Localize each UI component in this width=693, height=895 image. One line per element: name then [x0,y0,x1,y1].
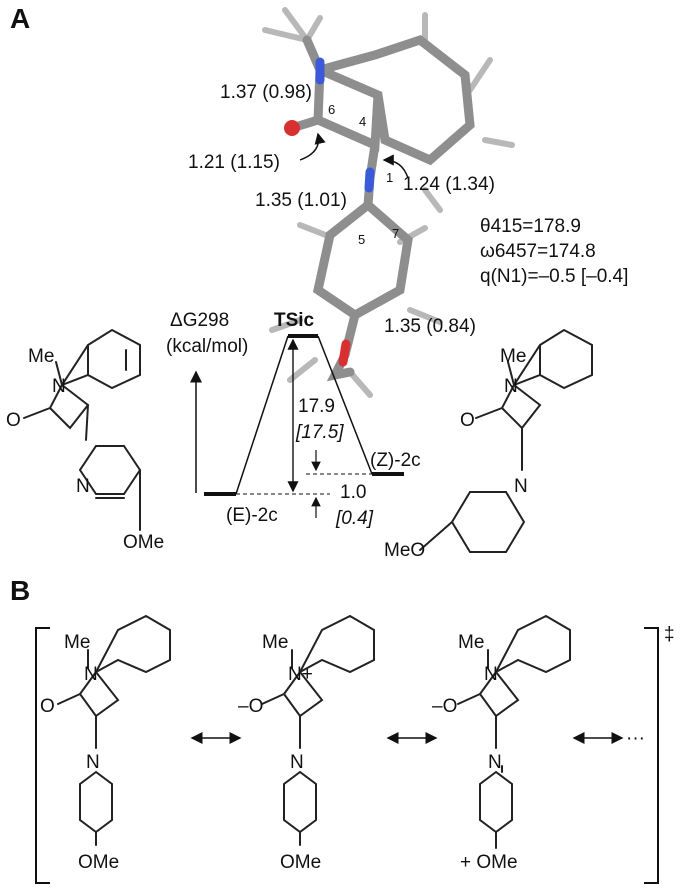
bond-length-c-ome: 1.35 (0.84) [384,316,476,337]
z-o-label: O [460,410,475,431]
path-to-ts [235,335,289,495]
r2-ome-label: OMe [280,852,321,873]
r1-me-label: Me [64,632,90,653]
e-o-label: O [6,410,21,431]
r1-o-label: O [40,696,55,717]
ts-3d-model [262,7,515,398]
bond-length-n1-c6: 1.37 (0.98) [220,82,312,103]
e-me-label: Me [28,346,54,367]
z-isomer-structure [419,328,593,553]
z-isomer-label: (Z)-2c [370,450,421,471]
z-me-label: Me [500,346,526,367]
e-n-label: N [52,376,66,397]
c-o-pointer-arrow [299,132,326,161]
r2-n-plus-label: N+ [288,664,313,685]
r2-o-minus-label: –O [238,696,263,717]
e-ome-label: OMe [123,532,164,553]
e-isomer-label: (E)-2c [226,505,278,526]
r1-ome-label: OMe [78,852,119,873]
resonance-ellipsis: ··· [626,728,645,749]
panel-a-label: A [10,3,30,34]
atom-number-1: 1 [386,170,393,185]
resonance-structure-3 [457,614,571,849]
r3-n-label: N [484,664,498,685]
resonance-bracket-right [644,627,659,884]
e-isomer-structure [23,328,142,531]
transition-state-dagger: ‡ [664,624,675,645]
energy-diagram [190,334,404,518]
r3-n-imine-label: N [488,752,502,773]
panel-b-label: B [10,575,30,606]
r2-n-imine-label: N [290,752,304,773]
r1-n-label: N [84,664,98,685]
energy-axis-label: ΔG298 [170,310,229,331]
delta-value-alt: [0.4] [335,508,374,529]
delta-value: 1.0 [340,482,366,503]
r3-me-label: Me [458,632,484,653]
bond-length-c4-n1: 1.24 (1.34) [403,174,495,195]
c4-n1-pointer-arrow [382,154,409,179]
bond-length-n1-c5: 1.35 (1.01) [255,190,347,211]
e-n-imine-label: N [76,476,90,497]
bond-length-c-o: 1.21 (1.15) [188,152,280,173]
z-meo-label: MeO [384,540,425,561]
resonance-bracket-left [35,627,50,884]
barrier-value: 17.9 [298,396,335,417]
z-n-label: N [504,376,518,397]
theta-parameter: θ415=178.9 [480,216,581,237]
atom-number-4: 4 [359,114,366,129]
omega-parameter: ω6457=174.8 [480,241,596,262]
barrier-value-alt: [17.5] [295,422,344,443]
r3-plus-ome-label: + OMe [460,852,518,873]
atom-number-6: 6 [328,102,335,117]
resonance-structure-2 [261,614,375,846]
atom-number-7: 7 [392,226,399,241]
ts-label: TSic [274,310,315,331]
z-n-imine-label: N [514,476,528,497]
energy-axis-unit: (kcal/mol) [166,336,248,357]
r1-n-imine-label: N [86,752,100,773]
r2-me-label: Me [262,632,288,653]
r3-o-minus-label: –O [432,696,457,717]
charge-parameter: q(N1)=–0.5 [–0.4] [480,266,628,287]
resonance-structure-1 [57,614,171,846]
atom-number-5: 5 [358,232,365,247]
path-from-ts [317,335,373,475]
